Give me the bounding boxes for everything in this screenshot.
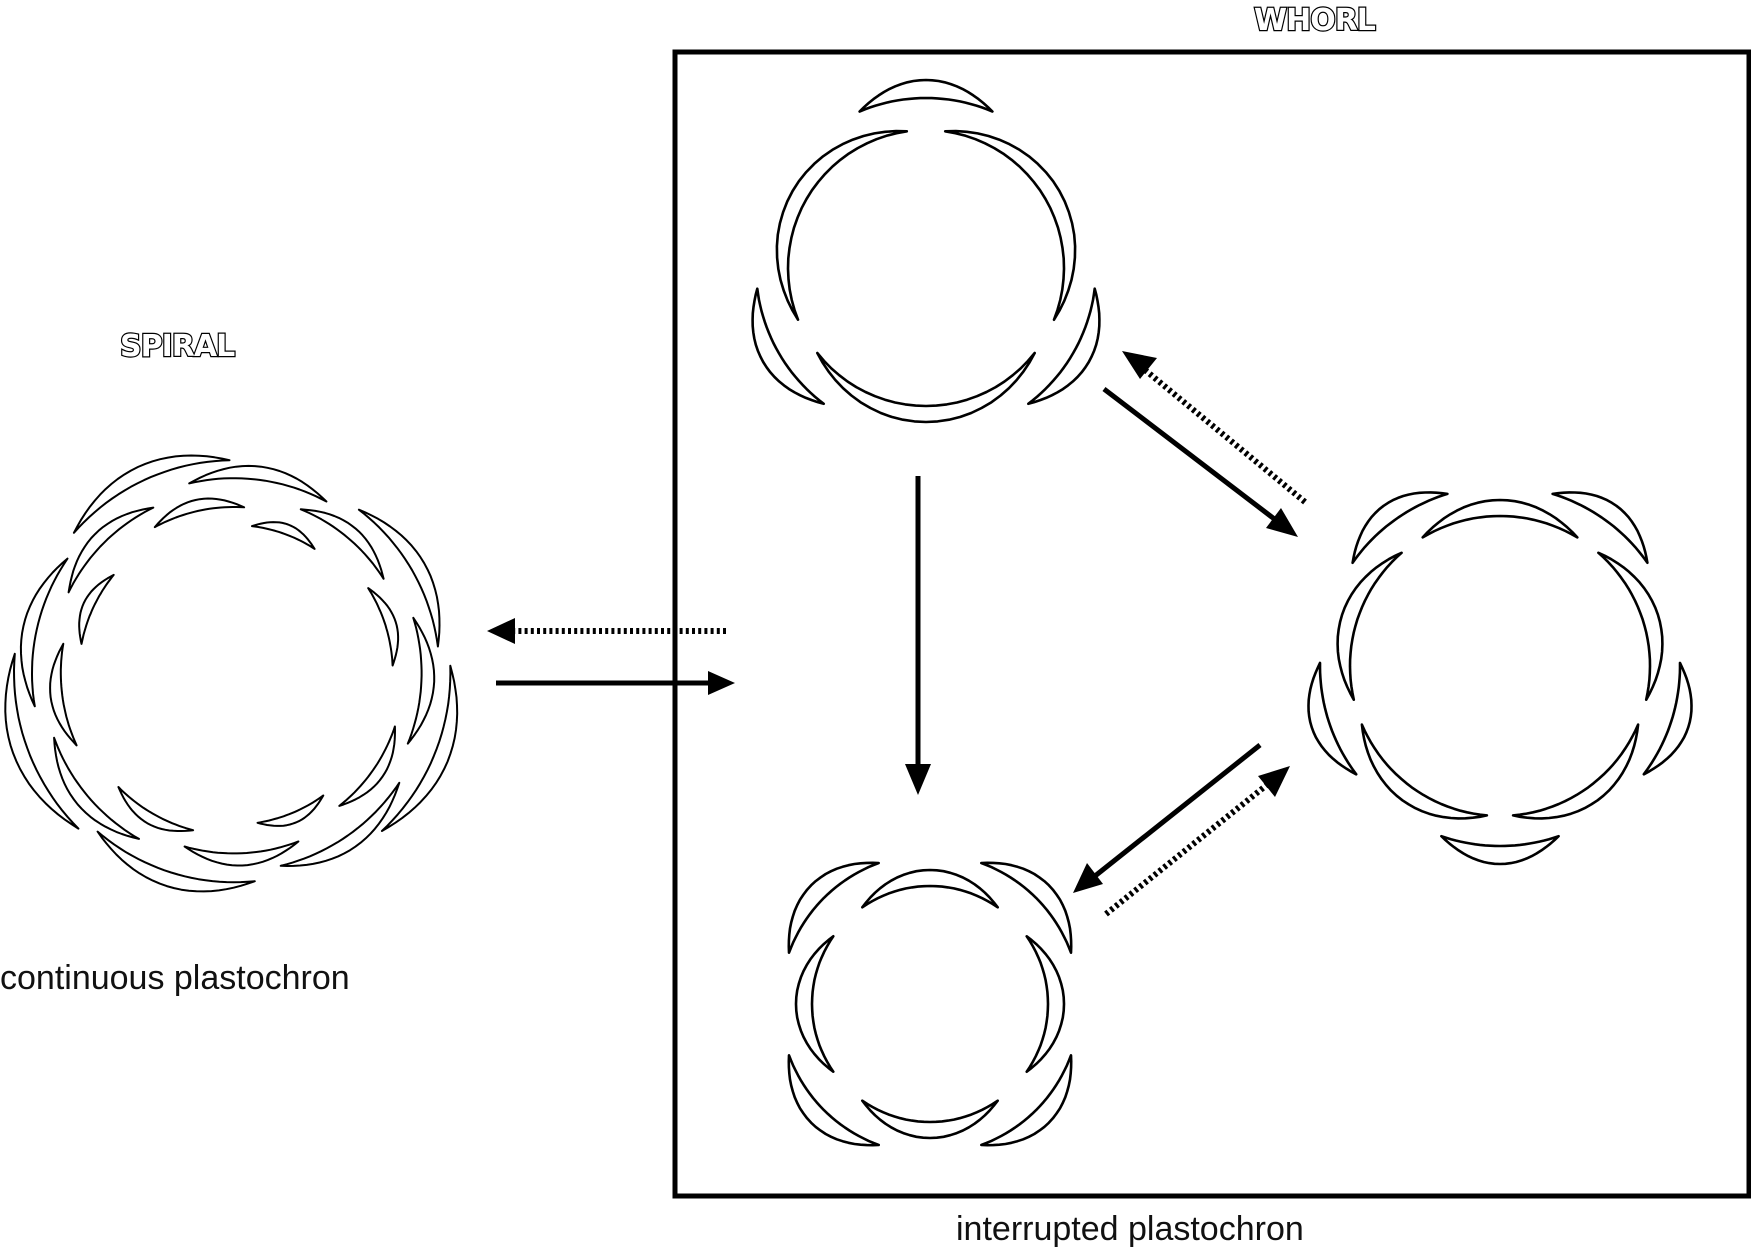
- whorl-outer-leaf: [980, 1054, 1073, 1147]
- spiral-heading: SPIRAL: [120, 329, 235, 364]
- spiral-leaf: [380, 664, 459, 832]
- whorl-inner-leaf: [861, 1099, 999, 1140]
- spiral-leaf: [53, 736, 140, 840]
- spiral-leaf: [78, 573, 115, 645]
- spiral-leaf: [67, 506, 155, 594]
- whorl-outer-leaf: [1642, 661, 1693, 776]
- arrow-right-to-top-dotted: [1122, 351, 1307, 505]
- whorl-inner-leaf: [1360, 723, 1489, 820]
- spiral-leaf: [279, 781, 401, 867]
- whorl-outer-leaf: [980, 861, 1073, 954]
- spiral-leaf: [256, 794, 325, 827]
- whorl-outer-leaf: [1027, 287, 1101, 406]
- whorl-inner-leaf: [1336, 551, 1403, 701]
- spiral-leaf: [188, 464, 328, 503]
- spiral-leaf: [251, 521, 316, 550]
- spiral-leaf: [299, 508, 385, 580]
- arrow-right-to-bottom: [1073, 743, 1262, 893]
- arrow-whorl-to-spiral-dotted: [487, 618, 726, 644]
- whorl-inner-leaf: [794, 935, 835, 1073]
- spiral-leaf: [96, 830, 256, 893]
- spiral-leaf: [357, 508, 441, 648]
- spiral-leaf: [406, 616, 436, 745]
- spiral-leaf: [117, 786, 195, 832]
- whorl-inner-leaf: [816, 351, 1036, 424]
- whorl-inner-leaf: [1597, 551, 1664, 701]
- whorl-inner-leaf: [861, 868, 999, 909]
- interrupted-plastochron-caption: interrupted plastochron: [956, 1210, 1304, 1248]
- arrow-top-to-right: [1102, 387, 1298, 537]
- spiral-leaf: [19, 557, 69, 708]
- whorl-heading: WHORL: [1254, 3, 1376, 38]
- whorl-outer-leaf: [787, 1054, 880, 1147]
- spiral-leaf: [153, 497, 246, 529]
- spiral-leaf: [72, 454, 231, 534]
- arrow-top-to-bottom: [905, 476, 931, 795]
- spiral-pattern: [4, 454, 459, 893]
- whorl-inner-leaf: [1511, 723, 1640, 820]
- whorl-inner-leaf: [775, 129, 909, 321]
- arrow-bottom-to-right-dotted: [1104, 766, 1290, 917]
- whorl-frame: [672, 49, 1751, 1199]
- spiral-leaf: [367, 587, 400, 667]
- whorl-outer-leaf: [1440, 834, 1560, 866]
- whorl-pentamerous-pattern: [1307, 491, 1693, 866]
- whorl-outer-leaf: [858, 78, 994, 113]
- spiral-leaf: [338, 725, 396, 807]
- whorl-inner-leaf: [943, 129, 1077, 321]
- spiral-leaf: [4, 652, 80, 830]
- arrow-spiral-to-whorl: [496, 671, 735, 695]
- continuous-plastochron-caption: continuous plastochron: [0, 959, 350, 997]
- whorl-inner-leaf: [1421, 498, 1579, 539]
- spiral-leaf: [49, 642, 78, 747]
- whorl-outer-leaf: [787, 861, 880, 954]
- whorl-trimerous-pattern: [751, 78, 1101, 424]
- whorl-outer-leaf: [751, 287, 825, 406]
- whorl-outer-leaf: [1351, 491, 1449, 565]
- whorl-inner-leaf: [1025, 935, 1066, 1073]
- spiral-leaf: [183, 840, 300, 867]
- whorl-outer-leaf: [1307, 661, 1358, 776]
- whorl-outer-leaf: [1551, 491, 1649, 565]
- whorl-tetramerous-pattern: [787, 861, 1073, 1147]
